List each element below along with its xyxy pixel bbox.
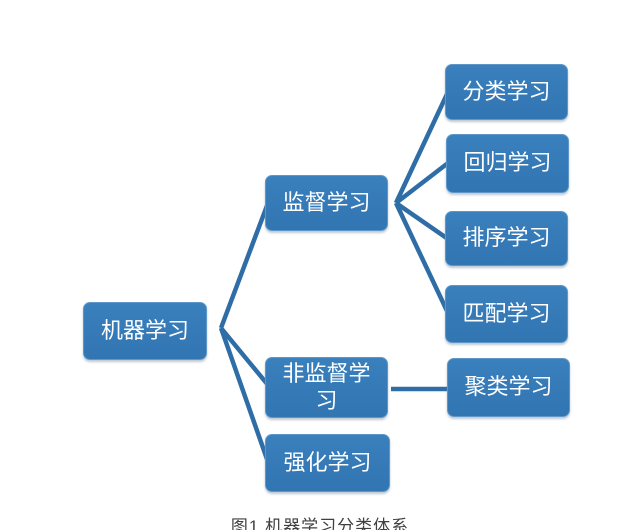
connector-supervised-ranking	[394, 201, 450, 241]
node-label: 强化学习	[283, 449, 372, 475]
node-ranking-learning: 排序学习	[445, 211, 568, 266]
connector-root-reinforcement	[218, 327, 271, 463]
node-label: 聚类学习	[464, 374, 553, 400]
connector-supervised-regression	[394, 161, 450, 205]
connector-supervised-matching	[393, 202, 451, 314]
node-classification-learning: 分类学习	[445, 64, 568, 120]
node-supervised-learning: 监督学习	[265, 175, 388, 231]
node-label: 监督学习	[282, 189, 371, 215]
node-label: 非监督学习	[282, 360, 371, 413]
node-label: 排序学习	[462, 225, 551, 251]
node-machine-learning: 机器学习	[83, 302, 207, 360]
connector-supervised-classification	[393, 91, 451, 204]
node-unsupervised-learning: 非监督学习	[265, 357, 388, 418]
node-regression-learning: 回归学习	[446, 134, 569, 193]
node-label: 回归学习	[463, 150, 552, 176]
node-clustering-learning: 聚类学习	[447, 358, 570, 417]
node-reinforcement-learning: 强化学习	[265, 434, 390, 492]
node-label: 匹配学习	[462, 300, 551, 326]
connector-root-unsupervised	[219, 326, 270, 387]
figure-caption: 图1 机器学习分类体系	[230, 517, 410, 530]
node-matching-learning: 匹配学习	[445, 285, 568, 343]
connector-root-supervised	[218, 202, 271, 329]
node-label: 分类学习	[462, 78, 551, 104]
node-label: 机器学习	[100, 317, 189, 343]
